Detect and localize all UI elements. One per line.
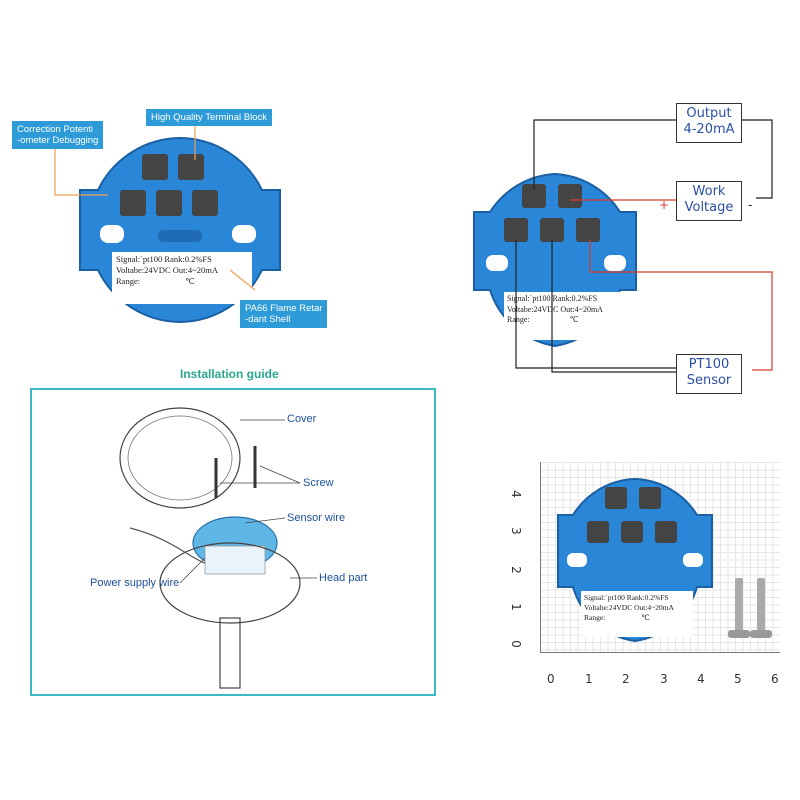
terminal-screw-5 bbox=[192, 190, 218, 216]
guide-label-sensor-wire: Sensor wire bbox=[287, 512, 346, 524]
callout-terminal-block: High Quality Terminal Block bbox=[146, 109, 272, 126]
plate-range-label: Range: bbox=[116, 276, 141, 286]
terminal-screw-r5 bbox=[576, 218, 600, 242]
module-bottom: Signal:`pt100 Rank:0.2%FS Voltabe:24VDC … bbox=[555, 475, 715, 645]
callout-lines bbox=[54, 124, 256, 291]
terminal-screw-b3 bbox=[587, 521, 609, 543]
plate-right-range-unit: ℃ bbox=[569, 315, 579, 324]
plate-range-unit: ℃ bbox=[185, 276, 195, 286]
label-plate-bottom: Signal:`pt100 Rank:0.2%FS Voltabe:24VDC … bbox=[581, 591, 693, 637]
plate-right-line-2: Voltabe:24VDC Out:4~20mA bbox=[507, 304, 603, 314]
plate-bottom-line-2: Voltabe:24VDC Out:4~20mA bbox=[584, 603, 674, 612]
guide-frame bbox=[30, 388, 436, 696]
ruler-x-0: 0 bbox=[547, 672, 555, 686]
plate-bottom-range-label: Range: bbox=[584, 613, 606, 622]
ruler-x-axis bbox=[540, 652, 780, 653]
pt100-sensor-box: PT100 Sensor bbox=[676, 354, 742, 394]
ruler-y-1: 1 bbox=[508, 603, 523, 611]
module-right: Signal:`pt100 Rank:0.2%FS Voltabe:24VDC … bbox=[470, 170, 640, 350]
terminal-screw-r2 bbox=[558, 184, 582, 208]
work-voltage-box: Work Voltage bbox=[676, 181, 742, 221]
plate-line-3: Range: ℃ bbox=[116, 276, 248, 287]
terminal-screw-r3 bbox=[504, 218, 528, 242]
plate-right-range-label: Range: bbox=[507, 315, 530, 324]
loose-screw-1 bbox=[735, 578, 743, 636]
guide-label-cover: Cover bbox=[287, 413, 317, 425]
terminal-screw-4 bbox=[156, 190, 182, 216]
ruler-y-axis bbox=[540, 462, 541, 652]
loose-screw-2 bbox=[757, 578, 765, 636]
plus-sign: + bbox=[659, 198, 670, 212]
guide-label-screw: Screw bbox=[303, 477, 334, 489]
label-plate: Signal:`pt100 Rank:0.2%FS Voltabe:24VDC … bbox=[112, 252, 252, 304]
callout-potentiometer: Correction Potenti -ometer Debugging bbox=[12, 121, 104, 149]
ruler-x-5: 5 bbox=[734, 672, 742, 686]
terminal-screw-b4 bbox=[621, 521, 643, 543]
terminal-screw-r4 bbox=[540, 218, 564, 242]
terminal-screw-b1 bbox=[605, 487, 627, 509]
terminal-screw-b2 bbox=[639, 487, 661, 509]
ruler-x-6: 6 bbox=[771, 672, 779, 686]
ruler-x-1: 1 bbox=[585, 672, 593, 686]
ruler-x-3: 3 bbox=[660, 672, 668, 686]
minus-sign: - bbox=[748, 198, 753, 212]
plate-bottom-line-1: Signal:`pt100 Rank:0.2%FS bbox=[584, 593, 669, 602]
plate-line-1: Signal:`pt100 Rank:0.2%FS bbox=[116, 254, 212, 264]
ruler-x-2: 2 bbox=[622, 672, 630, 686]
guide-label-head-part: Head part bbox=[319, 572, 368, 584]
terminal-screw-2 bbox=[178, 154, 204, 180]
ruler-y-2: 2 bbox=[508, 566, 523, 574]
wiring-lines bbox=[515, 119, 773, 373]
plate-bottom-range-unit: ℃ bbox=[641, 613, 650, 622]
ruler-x-4: 4 bbox=[697, 672, 705, 686]
guide-drawing bbox=[119, 407, 317, 689]
module-left: Signal:`pt100 Rank:0.2%FS Voltabe:24VDC … bbox=[70, 130, 290, 330]
terminal-screw-1 bbox=[142, 154, 168, 180]
ruler-y-0: 0 bbox=[508, 640, 523, 648]
plate-right-line-3: Range: ℃ bbox=[507, 315, 623, 326]
ruler-y-4: 4 bbox=[508, 490, 523, 498]
callout-shell: PA66 Flame Retar -dant Shell bbox=[240, 300, 328, 328]
guide-label-power-supply-wire: Power supply wire bbox=[90, 577, 180, 589]
loose-screw-1-head bbox=[728, 630, 750, 638]
terminal-screw-3 bbox=[120, 190, 146, 216]
guide-title: Installation guide bbox=[180, 367, 279, 381]
ruler-y-3: 3 bbox=[508, 527, 523, 535]
output-box: Output 4-20mA bbox=[676, 103, 742, 143]
plate-line-2: Voltabe:24VDC Out:4~20mA bbox=[116, 265, 218, 275]
loose-screw-2-head bbox=[750, 630, 772, 638]
terminal-screw-b5 bbox=[655, 521, 677, 543]
plate-bottom-line-3: Range: ℃ bbox=[584, 613, 690, 623]
